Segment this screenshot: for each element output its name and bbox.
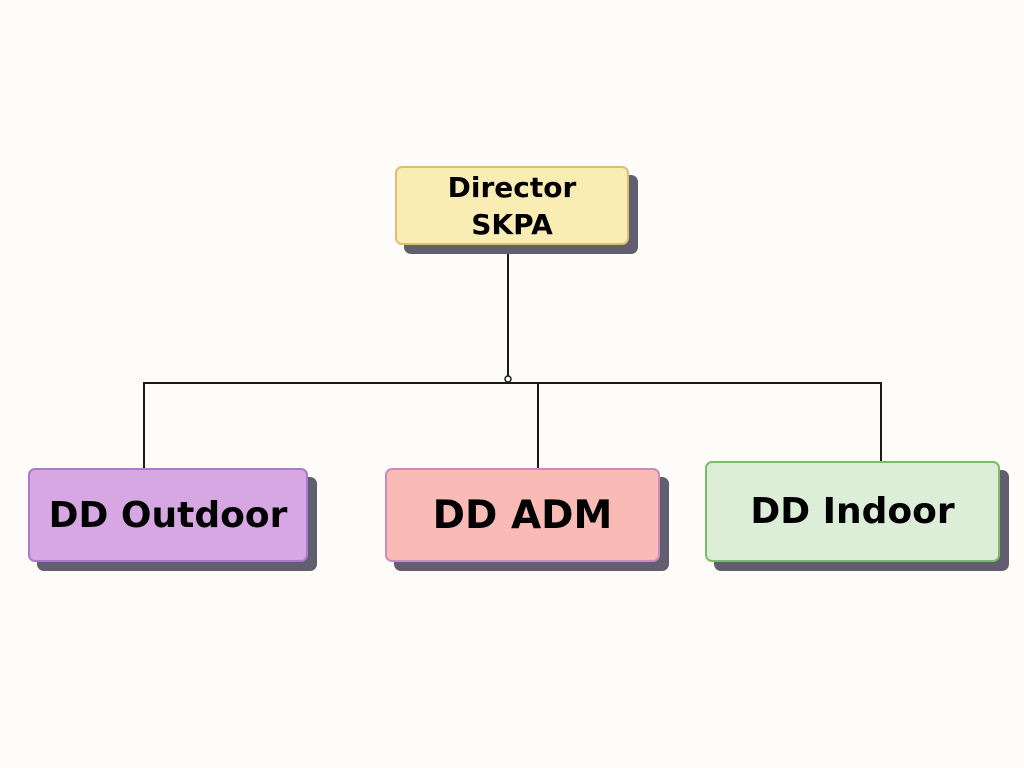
node-box: DD Outdoor	[28, 468, 308, 562]
node-label: DD Indoor	[750, 491, 955, 532]
node-director-skpa[interactable]: Director SKPA	[395, 166, 638, 254]
node-label: DD ADM	[432, 492, 613, 538]
connector-junction-dot	[504, 375, 512, 383]
node-label-line-2: SKPA	[471, 207, 553, 241]
node-box: Director SKPA	[395, 166, 629, 245]
node-box: DD Indoor	[705, 461, 1000, 562]
node-label: DD Outdoor	[48, 494, 288, 536]
node-label-line-1: Director	[447, 170, 577, 204]
node-dd-adm[interactable]: DD ADM	[385, 468, 669, 571]
node-dd-indoor[interactable]: DD Indoor	[705, 461, 1009, 571]
node-box: DD ADM	[385, 468, 660, 562]
node-dd-outdoor[interactable]: DD Outdoor	[28, 468, 317, 571]
